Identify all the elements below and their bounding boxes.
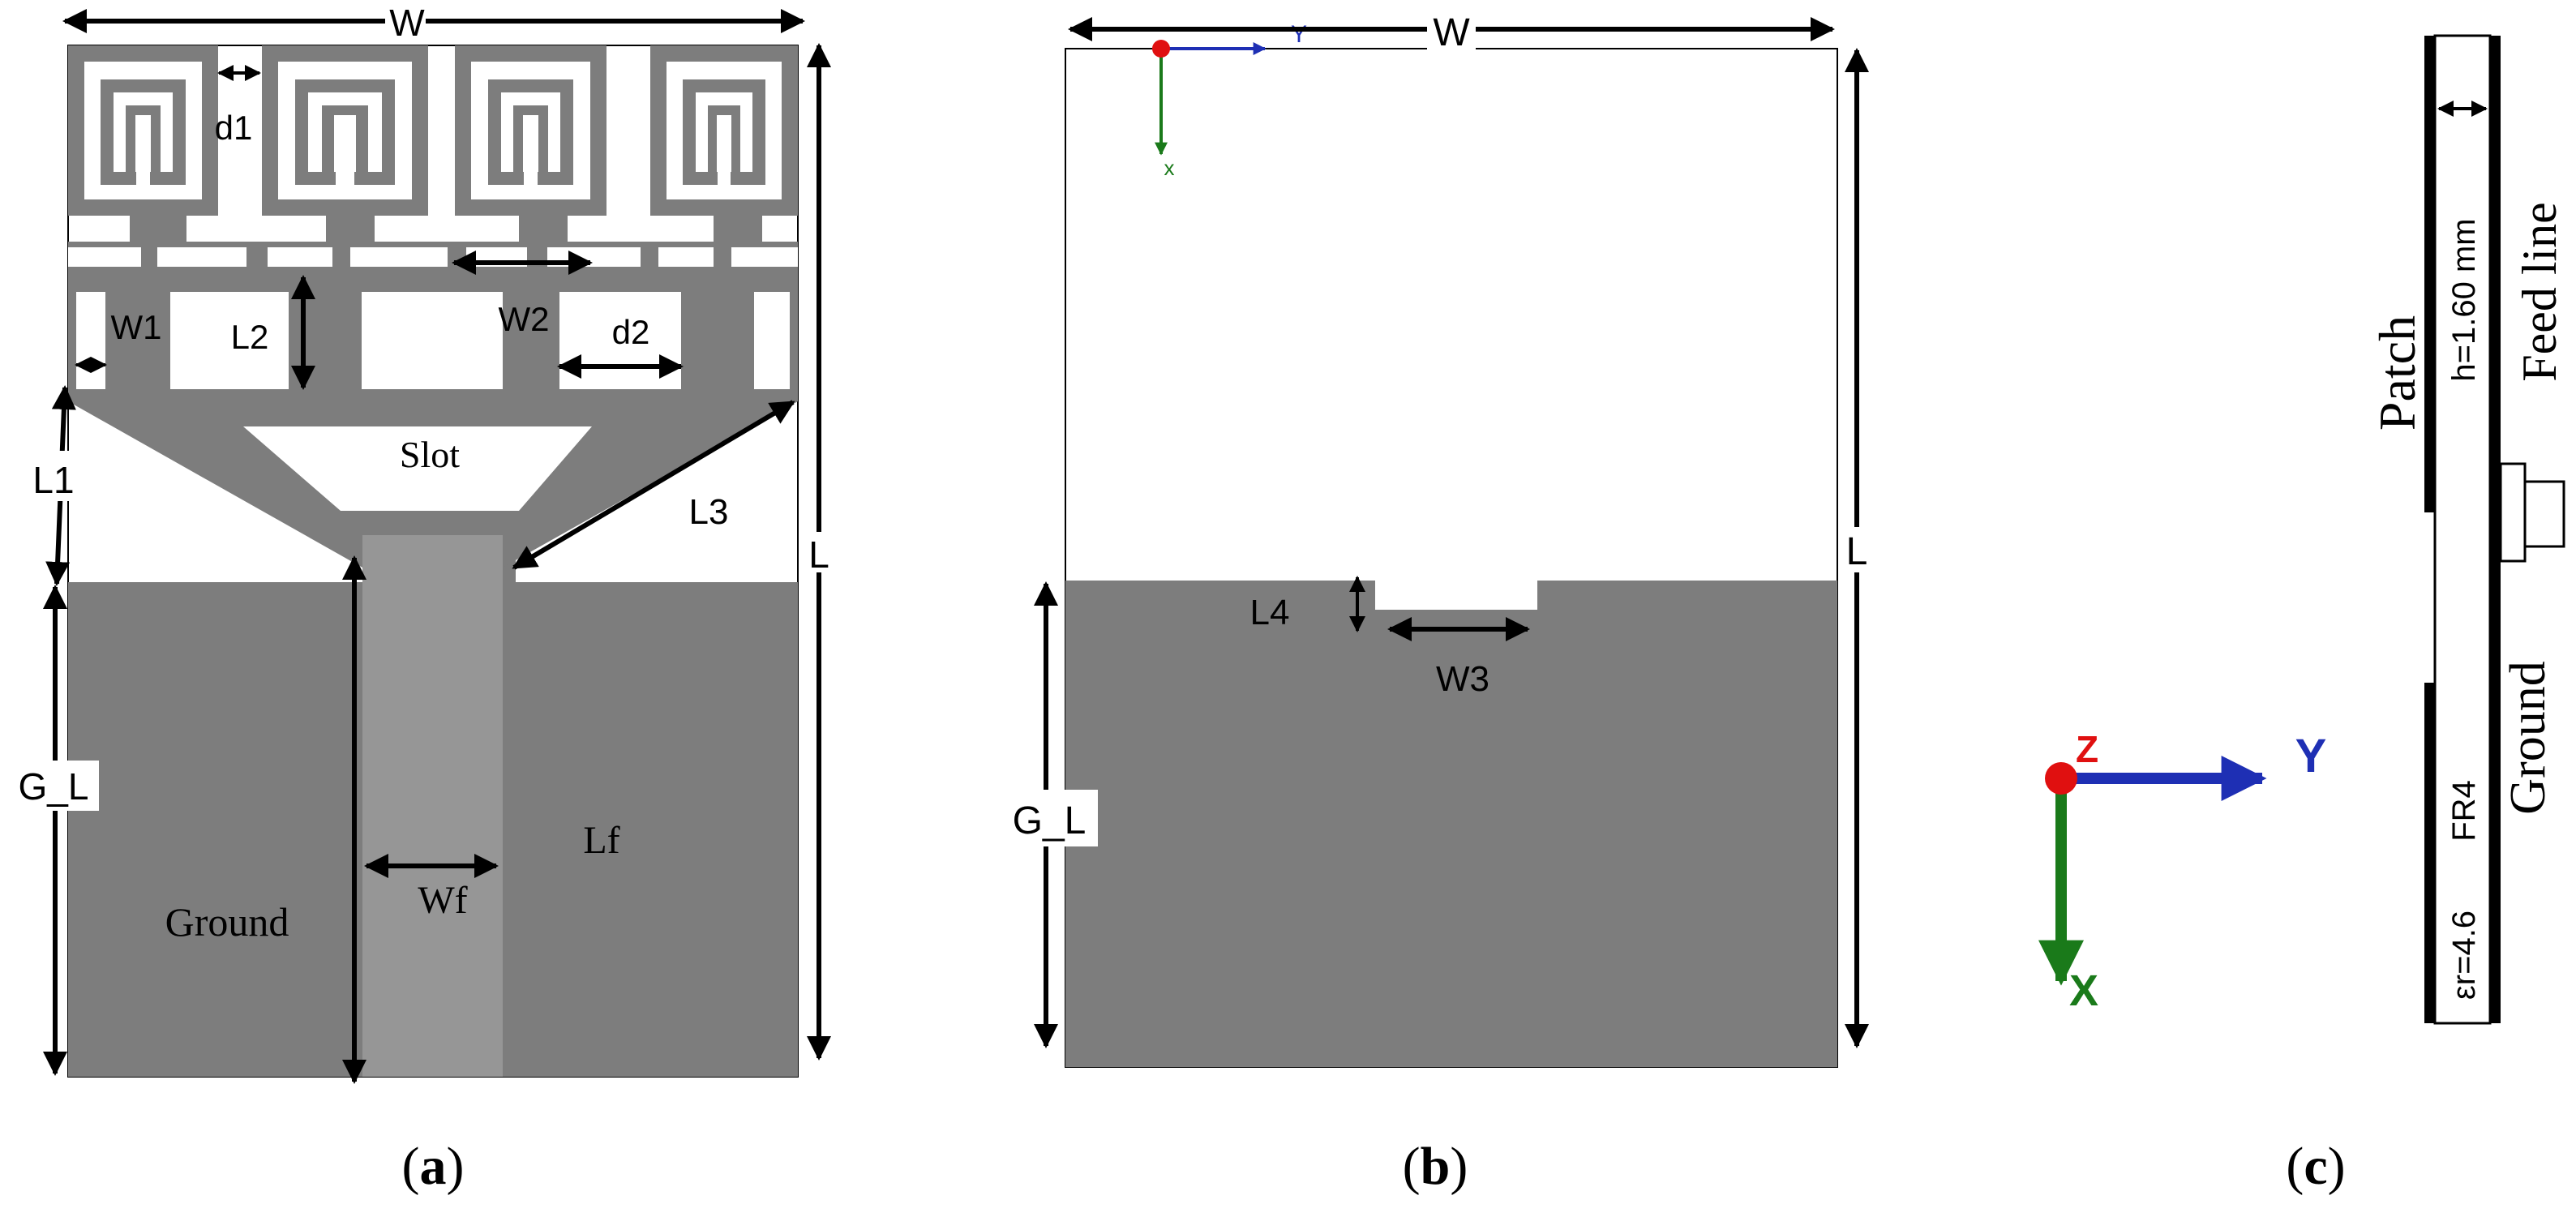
caption-c-letter: c	[2304, 1137, 2327, 1196]
axis-x-label-b: x	[1164, 156, 1175, 180]
label-thickness: h=1.60 mm	[2446, 218, 2482, 381]
label-ground-side: Ground	[2501, 661, 2556, 814]
label-W: W	[389, 2, 425, 44]
labels-a: W L d1 W1 L2 W2 d2 L1 Slot L3 G_L Ground…	[19, 2, 829, 945]
label-ground: Ground	[165, 899, 289, 945]
label-b-L4: L4	[1250, 593, 1290, 632]
label-L1: L1	[32, 459, 74, 501]
resonator-4	[650, 45, 798, 216]
caption-a-close: )	[447, 1137, 465, 1196]
slot	[243, 426, 592, 511]
ground-plane-left	[68, 582, 362, 1077]
label-feed-line: Feed line	[2513, 202, 2566, 382]
panel-a: W L d1 W1 L2 W2 d2 L1 Slot L3 G_L Ground…	[10, 2, 835, 1196]
resonator-2	[262, 45, 428, 216]
ground-plane-right	[503, 582, 798, 1077]
label-backgrounds-b	[1002, 8, 1875, 846]
labels-b: W L L4 W3 G_L	[1013, 11, 1868, 842]
coordinate-axes: Z Y X	[2038, 728, 2327, 1015]
labels-c: Patch h=1.60 mm Feed line Ground FR4 εr=…	[2368, 202, 2566, 1000]
label-W1: W1	[111, 308, 162, 346]
caption-b-open: (	[1403, 1137, 1421, 1196]
label-b-W3: W3	[1436, 659, 1489, 699]
resonator-1	[68, 45, 218, 216]
label-L3: L3	[689, 492, 729, 532]
axis-y-label: Y	[2295, 730, 2327, 782]
ground-plane-back	[1065, 581, 1837, 1067]
caption-a: (a)	[402, 1137, 465, 1196]
label-Wf: Wf	[418, 879, 467, 922]
label-b-L: L	[1846, 530, 1868, 573]
ground-layer	[2424, 683, 2434, 1023]
panel-c: Z Y X Patch h=1.60 mm Feed line Ground F…	[2038, 34, 2566, 1196]
label-slot: Slot	[400, 434, 460, 475]
label-patch: Patch	[2368, 315, 2426, 431]
caption-c: (c)	[2286, 1137, 2345, 1196]
label-d2: d2	[612, 313, 650, 351]
label-permittivity: εr=4.6	[2446, 911, 2482, 1000]
feed-line-layer	[2491, 36, 2501, 1023]
label-b-W: W	[1433, 11, 1470, 54]
substrate-side	[2433, 34, 2492, 1025]
axis-x-label: X	[2069, 966, 2098, 1015]
strip-openings	[68, 247, 798, 267]
feed-line	[362, 535, 503, 1077]
caption-c-open: (	[2286, 1137, 2304, 1196]
resonator-stems	[130, 212, 762, 245]
label-b-G_L: G_L	[1013, 799, 1087, 842]
label-L2: L2	[231, 318, 269, 356]
connector-pin	[2523, 480, 2565, 548]
caption-b-letter: b	[1421, 1137, 1451, 1196]
caption-c-close: )	[2328, 1137, 2346, 1196]
label-d1: d1	[215, 109, 253, 147]
caption-a-letter: a	[420, 1137, 447, 1196]
axis-z-label: Z	[2076, 728, 2098, 770]
dimension-arrows-a	[43, 9, 831, 1084]
label-Lf: Lf	[583, 819, 619, 862]
label-backgrounds-a	[10, 5, 835, 811]
caption-a-open: (	[402, 1137, 420, 1196]
axis-y-label-b: Y	[1291, 21, 1307, 48]
caption-b: (b)	[1403, 1137, 1468, 1196]
caption-b-close: )	[1450, 1137, 1468, 1196]
panel-b: Y x W L L4 W3 G_L (b)	[1002, 8, 1875, 1196]
patch-layer	[2424, 36, 2434, 512]
label-G_L: G_L	[19, 765, 89, 808]
connector-base	[2499, 462, 2527, 563]
label-fr4: FR4	[2446, 780, 2482, 842]
label-L: L	[808, 534, 829, 576]
resonator-3	[455, 45, 606, 216]
label-W2: W2	[499, 300, 550, 338]
